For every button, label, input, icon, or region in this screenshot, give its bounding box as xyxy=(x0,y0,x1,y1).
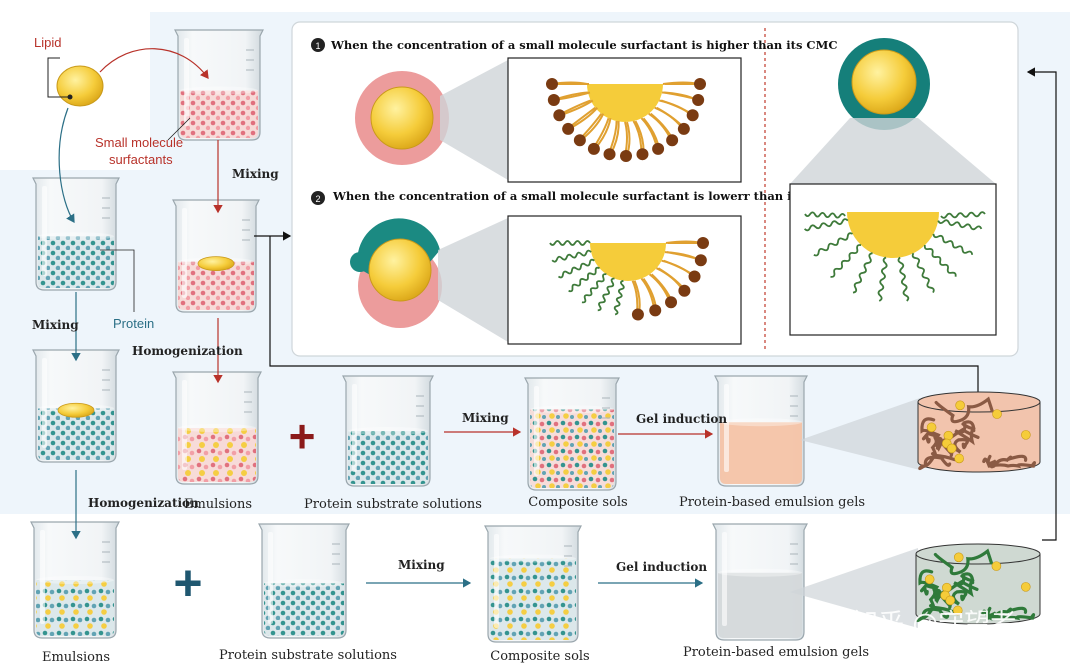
lipid-pointer xyxy=(47,57,68,98)
lipid-droplet-icon xyxy=(56,65,104,107)
homogenization-label-teal: Homogenization xyxy=(88,496,199,510)
beaker-mixing-teal xyxy=(32,349,120,463)
caption-emulsions-row2: Emulsions xyxy=(42,650,110,665)
arrow-lipid-to-surfactant xyxy=(99,48,209,79)
step2-badge xyxy=(311,191,325,205)
zoom-cone-1 xyxy=(440,60,508,180)
step2-caption: When the concentration of a small molecu… xyxy=(332,189,838,203)
step1-caption: When the concentration of a small molecu… xyxy=(330,38,837,52)
protein-pointer xyxy=(100,249,135,312)
beaker-emulsion-teal xyxy=(30,521,120,639)
plus-icon-red: + xyxy=(289,410,316,462)
step2-number: 2 xyxy=(315,194,320,204)
beaker-gel-red xyxy=(714,375,808,487)
gel-induction-label-row1: Gel induction xyxy=(636,412,727,426)
beaker-surfactant xyxy=(174,29,264,141)
caption-emulsions-row1: Emulsions xyxy=(184,497,252,512)
gel-zoom-cone-2 xyxy=(790,548,918,628)
protein-interface-icon xyxy=(803,211,986,302)
gel-zoom-cone-1 xyxy=(800,398,920,470)
arrow-lipid-to-protein xyxy=(58,107,75,224)
beaker-gel-teal xyxy=(712,523,808,641)
lipid-label: Lipid xyxy=(34,35,61,50)
gel-induction-label-row2: Gel induction xyxy=(616,560,707,574)
arrow-to-protein-droplet xyxy=(1026,67,1057,541)
caption-composite-sols-row1: Composite sols xyxy=(528,495,627,510)
beaker-emulsion-red xyxy=(172,371,262,485)
step1-number: 1 xyxy=(315,41,320,51)
surfactant-coated-droplet xyxy=(355,71,449,165)
surfactant-label-line2: surfactants xyxy=(109,152,173,167)
beaker-composite-red xyxy=(524,377,620,491)
caption-gels-row2: Protein-based emulsion gels xyxy=(683,645,869,660)
surfactant-label-line1: Small molecule xyxy=(95,135,183,150)
step1-badge xyxy=(311,38,325,52)
caption-protein-solutions-row2: Protein substrate solutions xyxy=(219,648,397,663)
mixing-label-teal: Mixing xyxy=(32,318,79,332)
gel-cube-icon xyxy=(917,391,1041,473)
mixed-coated-droplet xyxy=(350,218,442,328)
protein-coated-droplet xyxy=(838,38,930,130)
protein-zoom-box xyxy=(789,183,997,336)
caption-gels-row1: Protein-based emulsion gels xyxy=(679,495,865,510)
surfactant-pointer xyxy=(167,117,191,141)
zoom-cone-2 xyxy=(438,218,508,342)
feedback-line xyxy=(269,236,979,392)
beaker-protein xyxy=(32,177,120,291)
watermark: 知乎 @守望者 xyxy=(852,609,1016,639)
plus-icon-teal: + xyxy=(173,555,202,611)
beaker-protein-solution-teal xyxy=(258,523,350,639)
caption-composite-sols-row2: Composite sols xyxy=(490,649,589,664)
beaker-mixing-red xyxy=(172,199,260,313)
micelle-icon xyxy=(546,78,706,162)
mixing-label-row2: Mixing xyxy=(398,558,445,572)
protein-label: Protein xyxy=(113,316,154,331)
caption-protein-solutions-row1: Protein substrate solutions xyxy=(304,497,482,512)
beaker-protein-solution-red xyxy=(342,375,434,487)
mixed-interface-icon xyxy=(549,237,709,321)
gel-cube-icon xyxy=(915,543,1041,625)
mixing-label-row1: Mixing xyxy=(462,411,509,425)
zoom-cone-3 xyxy=(790,118,996,184)
mixing-label-red: Mixing xyxy=(232,167,279,181)
beaker-composite-teal xyxy=(484,525,582,643)
homogenization-label-red: Homogenization xyxy=(132,344,243,358)
